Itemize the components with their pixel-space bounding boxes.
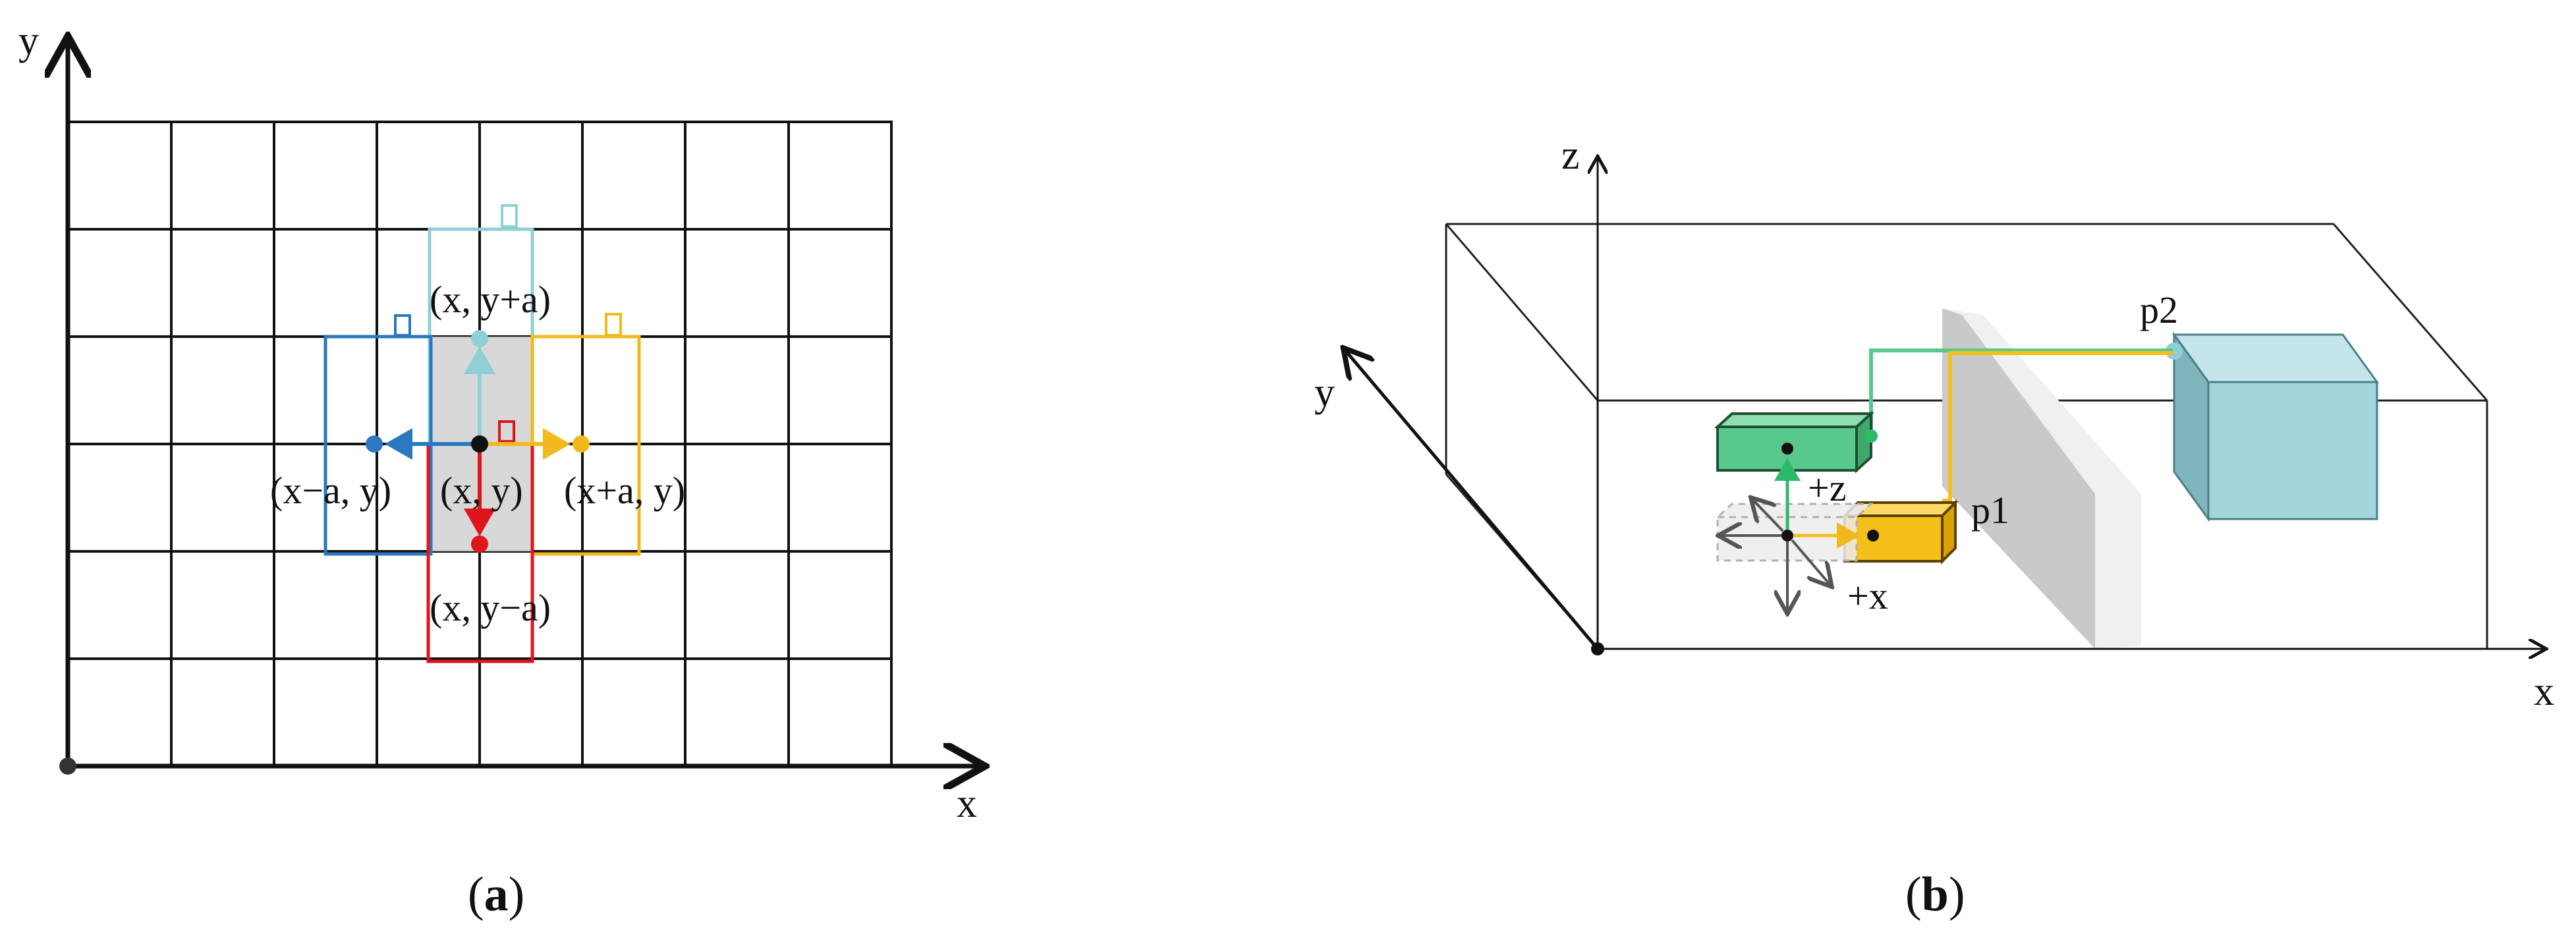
right-dot [573, 435, 590, 453]
y-axis-b [1345, 350, 1599, 650]
label-plus-x: +x [1847, 574, 1888, 617]
move-arrow-plus-x [1791, 539, 1830, 585]
caption-b: (b) [1905, 868, 1965, 922]
down-flag [498, 420, 515, 443]
y-axis-label-b: y [1314, 370, 1335, 415]
panel-b: +z +x p1 p2 z x y (b) [1314, 133, 2554, 922]
green-path [1869, 348, 2173, 440]
right-flag [605, 313, 622, 337]
label-right: (x+a, y) [564, 469, 685, 512]
panel-a: (x, y+a) (x, y) (x−a, y) (x+a, y) (x, y−… [18, 18, 980, 922]
move-arrow-minus-x [1752, 499, 1784, 532]
down-dot [471, 536, 488, 553]
left-dot [366, 435, 383, 453]
ghost-block-dot [1781, 530, 1793, 541]
label-p1: p1 [1971, 489, 2009, 532]
green-connector [1864, 429, 1878, 443]
origin-dot [59, 758, 76, 775]
label-center: (x, y) [440, 469, 523, 512]
y-axis-label: y [18, 18, 39, 63]
center-dot [471, 435, 488, 453]
z-axis-label: z [1561, 133, 1580, 178]
target-cube [2172, 331, 2379, 522]
left-flag [394, 314, 411, 337]
label-left: (x−a, y) [270, 469, 391, 512]
origin-dot-b [1591, 642, 1604, 655]
x-axis-label: x [957, 781, 977, 826]
caption-a: (a) [468, 868, 524, 922]
label-plus-z: +z [1808, 466, 1846, 509]
up-flag [501, 204, 518, 228]
yellow-block [1841, 499, 1959, 565]
wall-face [1942, 308, 2095, 649]
yellow-path [1942, 351, 2173, 503]
green-block-dot [1781, 443, 1793, 455]
ghost-block [1715, 503, 1874, 562]
x-axis-label-b: x [2534, 669, 2554, 714]
label-p2: p2 [2140, 289, 2178, 331]
label-up: (x, y+a) [430, 278, 551, 321]
yellow-block-dot [1867, 530, 1879, 541]
label-down: (x, y−a) [430, 586, 551, 629]
green-block [1714, 410, 1875, 474]
p2-dot [2166, 343, 2183, 360]
up-dot [471, 330, 488, 347]
